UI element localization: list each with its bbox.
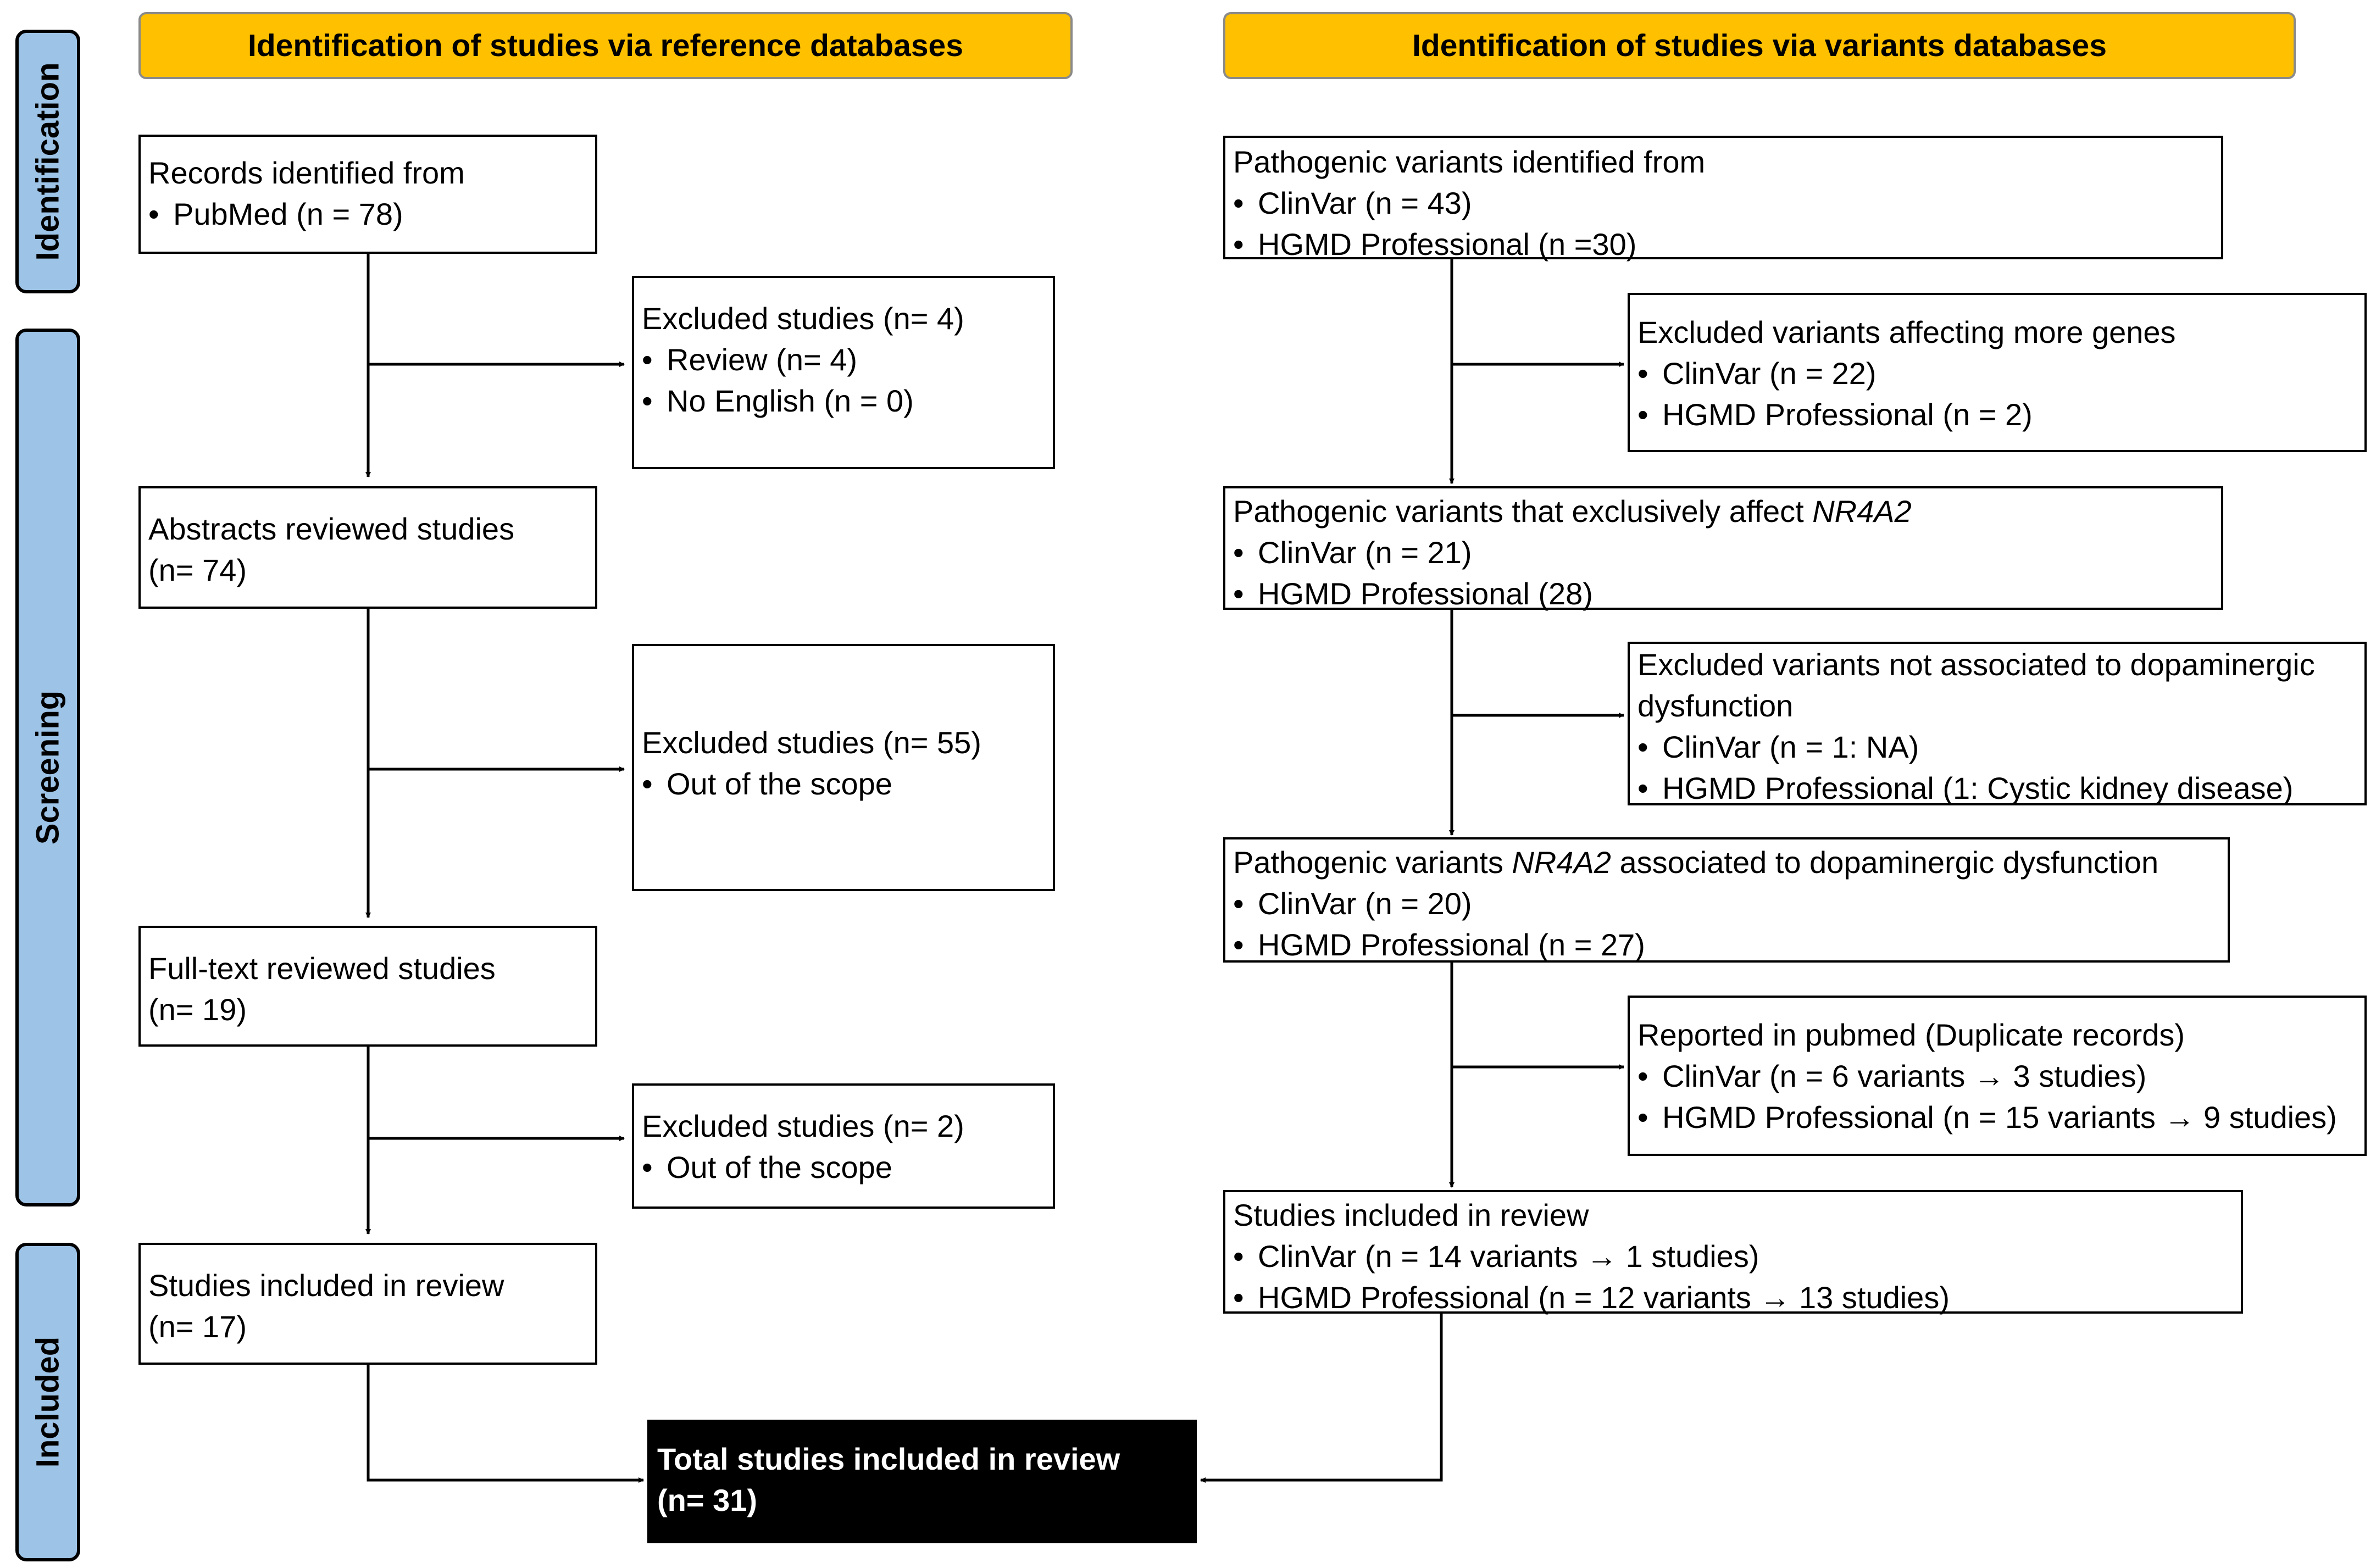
associated-item: HGMD Professional (n = 27) — [1233, 924, 2220, 965]
excluded-studies-box-3: Excluded studies (n= 2) Out of the scope — [632, 1083, 1055, 1209]
excluded2-item: Out of the scope — [642, 763, 1045, 804]
phase-screening: Screening — [15, 329, 80, 1206]
phase-included-label: Included — [30, 1336, 66, 1468]
phase-identification-label: Identification — [30, 62, 66, 261]
records-identified-box: Records identified from PubMed (n = 78) — [138, 135, 597, 254]
associated-title-suffix: associated to dopaminergic dysfunction — [1611, 845, 2159, 880]
right-included-title: Studies included in review — [1233, 1198, 1589, 1232]
duplicates-item: HGMD Professional (n = 15 variants → 9 s… — [1637, 1097, 2357, 1138]
excluded-variants1-item: ClinVar (n = 22) — [1637, 353, 2357, 394]
phase-screening-label: Screening — [30, 690, 66, 845]
excluded-studies-box-1: Excluded studies (n= 4) Review (n= 4) No… — [632, 276, 1055, 469]
right-header: Identification of studies via variants d… — [1223, 12, 2296, 79]
abstracts-line1: Abstracts reviewed studies — [148, 511, 515, 546]
right-included-box: Studies included in review ClinVar (n = … — [1223, 1190, 2243, 1318]
duplicates-item: ClinVar (n = 6 variants → 3 studies) — [1637, 1055, 2357, 1097]
duplicate-records-box: Reported in pubmed (Duplicate records) C… — [1628, 996, 2367, 1156]
total-line1: Total studies included in review — [657, 1442, 1120, 1476]
associated-title: Pathogenic variants NR4A2 associated to … — [1233, 842, 2220, 883]
excluded-variants1-item: HGMD Professional (n = 2) — [1637, 394, 2357, 435]
excluded2-title: Excluded studies (n= 55) — [642, 725, 981, 760]
fulltext-line1: Full-text reviewed studies — [148, 951, 496, 986]
left-included-line1: Studies included in review — [148, 1268, 504, 1303]
fulltext-line2: (n= 19) — [148, 992, 247, 1027]
records-title: Records identified from — [148, 155, 465, 190]
excluded1-item: Review (n= 4) — [642, 339, 1045, 380]
abstracts-line2: (n= 74) — [148, 553, 247, 587]
total-line2: (n= 31) — [657, 1483, 758, 1517]
excluded-variants2-title-line2: dysfunction — [1637, 688, 1794, 723]
exclusive-title-prefix: Pathogenic variants that exclusively aff… — [1233, 494, 1813, 529]
variants-identified-box: Pathogenic variants identified from Clin… — [1223, 136, 2223, 265]
associated-item: ClinVar (n = 20) — [1233, 883, 2220, 924]
duplicates-title: Reported in pubmed (Duplicate records) — [1637, 1017, 2185, 1052]
total-included-box: Total studies included in review (n= 31) — [647, 1420, 1197, 1543]
variants-item: ClinVar (n = 43) — [1233, 182, 2213, 224]
variants-title: Pathogenic variants identified from — [1233, 144, 1706, 179]
excluded-variants2-title-line1: Excluded variants not associated to dopa… — [1637, 647, 2315, 682]
excluded3-item: Out of the scope — [642, 1147, 1045, 1188]
records-item: PubMed (n = 78) — [148, 193, 587, 235]
arrow-right-included-to-total — [1200, 1314, 1443, 1483]
exclusive-gene: NR4A2 — [1812, 494, 1912, 529]
arrow-left-included-to-total — [367, 1365, 644, 1483]
exclusive-item: HGMD Professional (28) — [1233, 573, 2213, 614]
left-included-box: Studies included in review (n= 17) — [138, 1243, 597, 1365]
excluded1-item: No English (n = 0) — [642, 380, 1045, 421]
excluded-variants-box-2: Excluded variants not associated to dopa… — [1628, 642, 2367, 809]
associated-variants-box: Pathogenic variants NR4A2 associated to … — [1223, 837, 2230, 965]
phase-included: Included — [15, 1243, 80, 1561]
exclusive-item: ClinVar (n = 21) — [1233, 532, 2213, 573]
right-header-text: Identification of studies via variants d… — [1412, 28, 2107, 63]
left-header: Identification of studies via reference … — [138, 12, 1073, 79]
fulltext-reviewed-box: Full-text reviewed studies (n= 19) — [138, 926, 597, 1047]
abstracts-reviewed-box: Abstracts reviewed studies (n= 74) — [138, 486, 597, 609]
excluded-variants-box-1: Excluded variants affecting more genes C… — [1628, 293, 2367, 452]
excluded1-title: Excluded studies (n= 4) — [642, 301, 964, 336]
associated-title-prefix: Pathogenic variants — [1233, 845, 1512, 880]
excluded-studies-box-2: Excluded studies (n= 55) Out of the scop… — [632, 644, 1055, 891]
phase-identification: Identification — [15, 30, 80, 293]
associated-gene: NR4A2 — [1512, 845, 1611, 880]
excluded-variants2-item: HGMD Professional (1: Cystic kidney dise… — [1637, 768, 2357, 809]
right-included-item: ClinVar (n = 14 variants → 1 studies) — [1233, 1236, 2233, 1277]
excluded3-title: Excluded studies (n= 2) — [642, 1109, 964, 1143]
left-header-text: Identification of studies via reference … — [248, 28, 963, 63]
excluded-variants2-item: ClinVar (n = 1: NA) — [1637, 726, 2357, 768]
right-included-item: HGMD Professional (n = 12 variants → 13 … — [1233, 1277, 2233, 1318]
excluded-variants1-title: Excluded variants affecting more genes — [1637, 315, 2176, 349]
left-included-line2: (n= 17) — [148, 1309, 247, 1344]
variants-item: HGMD Professional (n =30) — [1233, 224, 2213, 265]
exclusive-title: Pathogenic variants that exclusively aff… — [1233, 491, 2213, 532]
exclusive-variants-box: Pathogenic variants that exclusively aff… — [1223, 486, 2223, 614]
